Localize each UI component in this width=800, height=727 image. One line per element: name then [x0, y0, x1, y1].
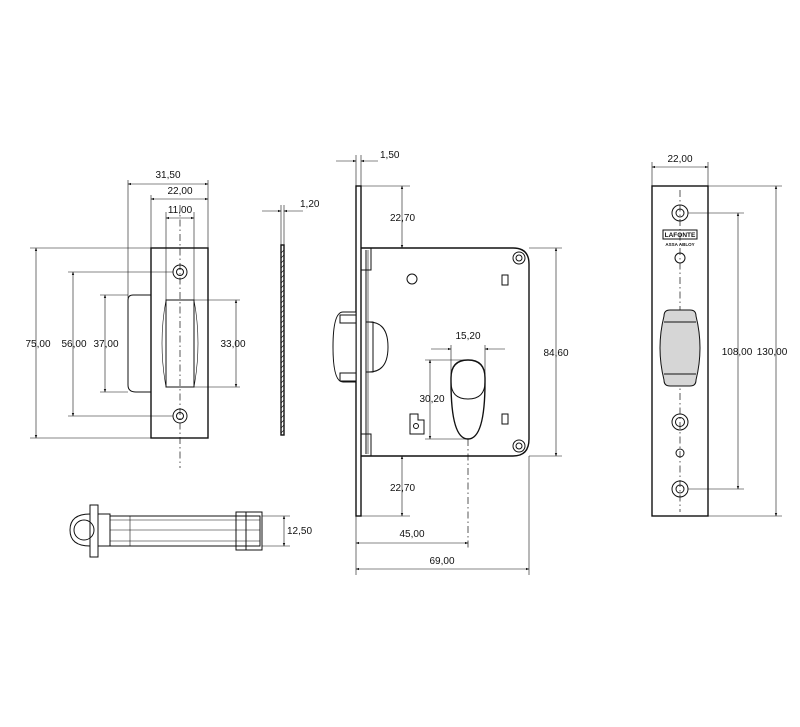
hatch-line [280, 429, 285, 434]
hatch-line [280, 249, 285, 254]
faceplate-middle-hole [671, 413, 689, 431]
hatch-line [280, 279, 285, 284]
hatch-line [280, 389, 285, 394]
hatch-line [280, 379, 285, 384]
latch-head [69, 513, 91, 547]
dim-faceplate-height: 130,00 [757, 347, 788, 358]
latch-plan-view: 12,50 [69, 504, 312, 558]
dim-strike-height: 75,00 [25, 339, 50, 350]
faceplate-latch-opening [659, 309, 701, 387]
dim-latch-depth: 12,50 [287, 526, 312, 537]
dim-faceplate-thickness: 1,50 [380, 150, 400, 161]
hatch-line [280, 414, 285, 419]
dim-faceplate-hole-spacing: 108,00 [722, 347, 753, 358]
hatch-line [280, 319, 285, 324]
dim-strike-cutout-height: 37,00 [93, 339, 118, 350]
hatch-line [280, 369, 285, 374]
dim-backset: 45,00 [399, 529, 424, 540]
strike-slot-curve [161, 299, 199, 388]
dim-case-depth: 69,00 [429, 556, 454, 567]
hatch-line [280, 409, 285, 414]
hatch-line [280, 294, 285, 299]
hatch-line [280, 334, 285, 339]
strike-plate-side-view: 1,20 [262, 199, 320, 436]
dim-strike-slot-width: 11,00 [168, 205, 193, 216]
hatch-line [280, 339, 285, 344]
dim-strike-slot-height: 33,00 [220, 339, 245, 350]
dim-slot-width: 15,20 [455, 331, 480, 342]
hatch-line [280, 304, 285, 309]
latch-body [109, 515, 261, 547]
dim-strike-thickness: 1,20 [300, 199, 320, 210]
faceplate-outline [651, 185, 709, 517]
hatch-line [280, 359, 285, 364]
dim-top-offset: 22,70 [390, 213, 415, 224]
hatch-line [280, 419, 285, 424]
logo-brand: LAFONTE [665, 232, 696, 239]
dim-bottom-offset: 22,70 [390, 483, 415, 494]
hatch-line [280, 424, 285, 429]
hatch-line [280, 344, 285, 349]
dim-strike-hole-spacing: 56,00 [61, 339, 86, 350]
hatch-line [280, 264, 285, 269]
logo-box [662, 229, 698, 240]
faceplate-front-view: LAFONTE ASSA ABLOY 22,00 108,00 130,00 [651, 154, 788, 517]
strike-plate-front-view: 31,50 22,00 11,00 75,00 56,00 37,00 33,0… [25, 170, 246, 468]
hatch-line [280, 324, 285, 329]
hatch-line [280, 284, 285, 289]
dim-case-height: 84,60 [543, 348, 568, 359]
faceplate-side [355, 185, 362, 517]
hatch-line [280, 274, 285, 279]
hatch-line [280, 254, 285, 259]
dim-slot-height: 30,20 [419, 394, 444, 405]
hatch-line [280, 259, 285, 264]
strike-cutout [127, 294, 151, 393]
logo-sub: ASSA ABLOY [665, 242, 694, 247]
dim-faceplate-width: 22,00 [667, 154, 692, 165]
spindle-slot [450, 377, 486, 400]
hatch-line [280, 404, 285, 409]
lock-case-view: 1,50 22,70 22,70 15,20 30,20 84,60 45,00… [332, 150, 569, 575]
hatch-line [280, 354, 285, 359]
hatch-line [280, 399, 285, 404]
hatch-line [280, 374, 285, 379]
hatch-line [280, 314, 285, 319]
hatch-line [280, 289, 285, 294]
hatch-line [280, 364, 285, 369]
case-screw-top [512, 251, 526, 265]
case-outline [361, 247, 530, 457]
hatch-line [280, 394, 285, 399]
latch-bolt [332, 311, 357, 383]
dim-strike-width: 22,00 [167, 186, 192, 197]
hatch-line [280, 269, 285, 274]
hatch-line [280, 349, 285, 354]
hatch-line [280, 384, 285, 389]
strike-plate-outline [150, 247, 209, 439]
hatch-line [280, 309, 285, 314]
case-screw-bottom [512, 439, 526, 453]
hatch-line [280, 299, 285, 304]
dim-strike-width-overall: 31,50 [155, 170, 180, 181]
hatch-line [280, 329, 285, 334]
